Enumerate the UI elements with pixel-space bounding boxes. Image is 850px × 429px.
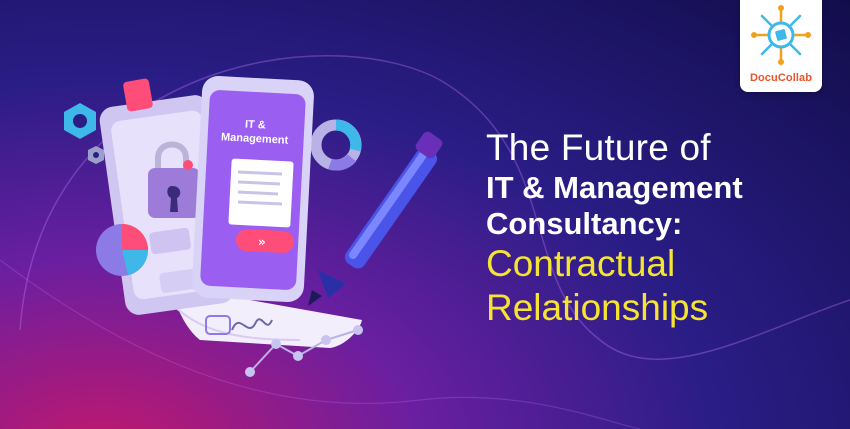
brand-name: DocuCollab [749, 72, 813, 84]
pen-icon [308, 131, 443, 306]
headline-line-1: The Future of [486, 127, 711, 168]
small-nut-icon [88, 146, 104, 164]
signature-icon [205, 315, 273, 335]
headline-line-3: Consultancy: [486, 206, 683, 241]
logo-mark-icon [751, 5, 811, 65]
pink-tag [123, 78, 153, 112]
phone-title-line2: Management [220, 131, 289, 147]
headline-line-5: Relationships [486, 287, 709, 328]
line-graph-icon [245, 325, 363, 377]
docucollab-logo[interactable]: DocuCollab [740, 0, 822, 92]
padlock-icon [148, 141, 200, 218]
headline: The Future of IT & Management Consultanc… [486, 126, 826, 330]
phone: » [192, 76, 314, 302]
headline-line-4: Contractual [486, 243, 676, 284]
headline-line-2: IT & Management [486, 170, 743, 205]
phone-title-line1: IT & [244, 118, 267, 132]
pie-chart-icon [96, 224, 148, 276]
phone-title: IT & Management [209, 116, 300, 149]
hexagon-nut-icon [64, 103, 96, 139]
fast-forward-icon: » [258, 235, 266, 249]
donut-chart-icon [310, 119, 362, 171]
